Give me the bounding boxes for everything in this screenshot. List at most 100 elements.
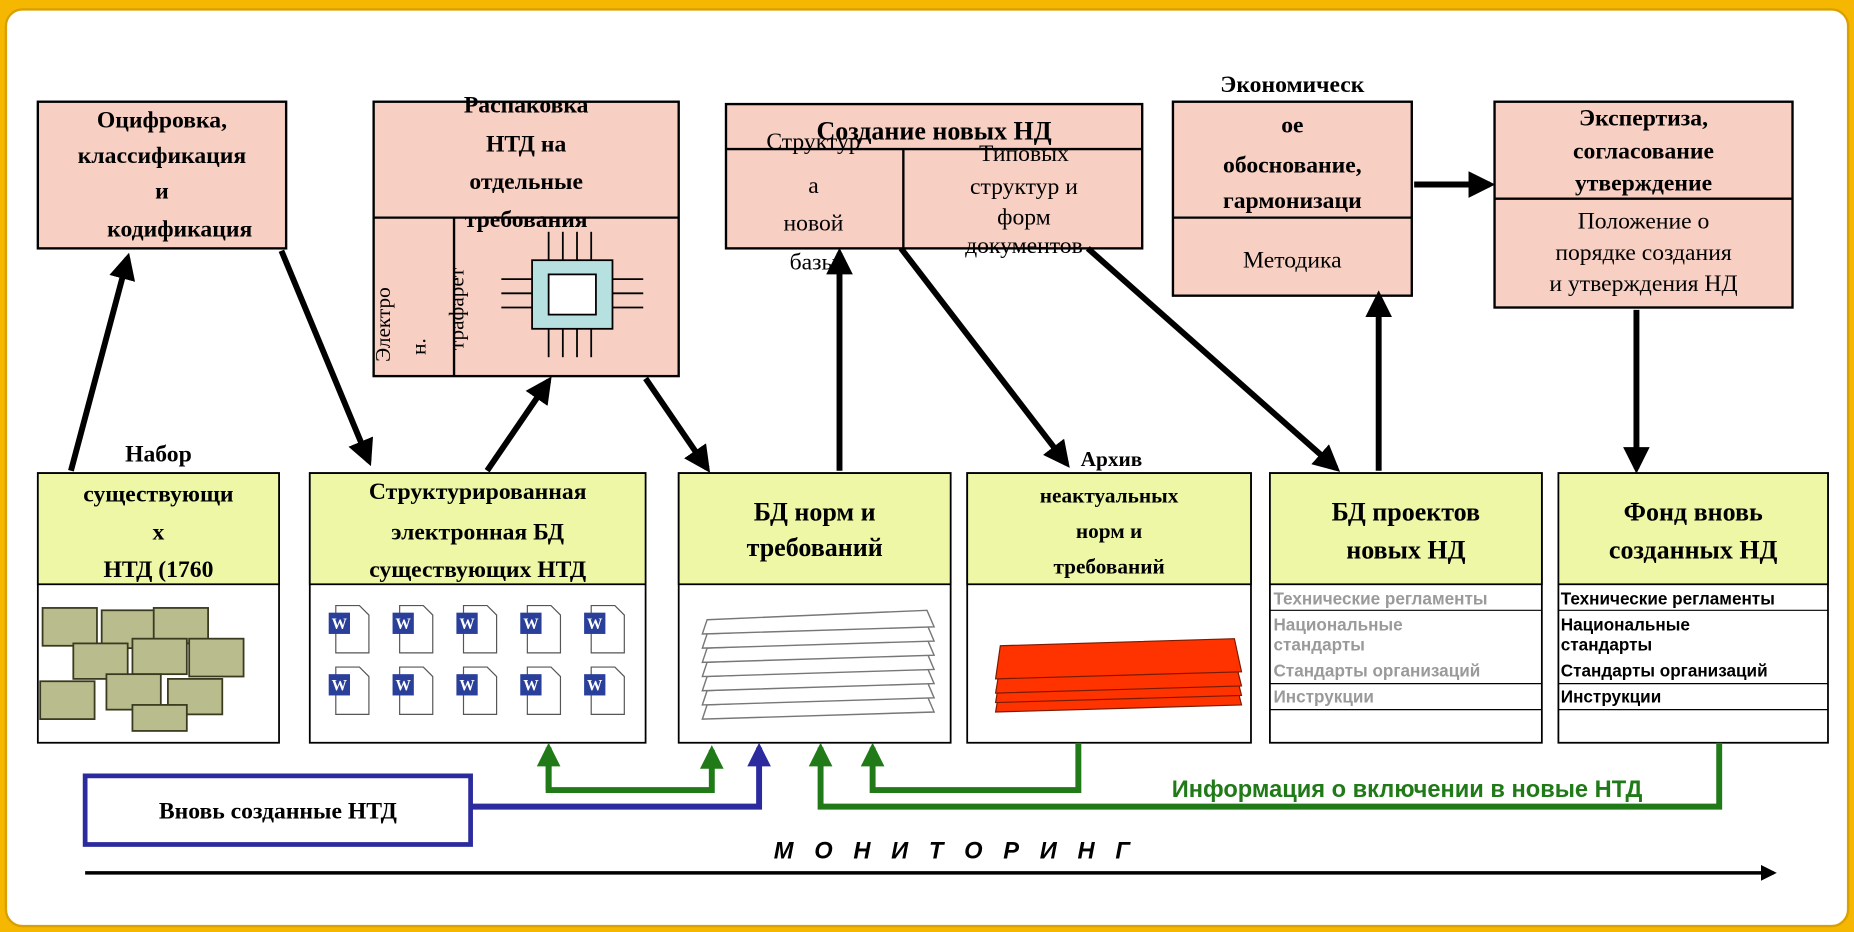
arrow-creation-to-archive — [898, 246, 1070, 468]
unpacking-title-1: Распаковка — [464, 92, 589, 118]
arrow-structured-to-unpacking — [484, 376, 552, 473]
new-ntd-label: Вновь созданные НТД — [159, 798, 397, 824]
expertise-body-1: Положение о — [1578, 208, 1710, 234]
word-doc-icon: W — [456, 604, 498, 654]
digitization-title-3: и — [155, 179, 169, 205]
green-archive-to-norms — [860, 742, 1082, 794]
svg-text:W: W — [459, 616, 475, 633]
fund-row-1: Технические регламенты — [1561, 588, 1775, 608]
expertise-title-3: утверждение — [1575, 170, 1712, 196]
projects-title-1: БД проектов — [1332, 497, 1480, 526]
arrow-creation-to-projects — [1085, 246, 1341, 472]
expertise-body-3: и утверждения НД — [1549, 271, 1737, 297]
svg-text:W: W — [523, 678, 539, 695]
structured-title-1: Структурированная — [369, 479, 587, 505]
economic-box: Экономическ ое обоснование, гармонизаци … — [1171, 72, 1413, 297]
arrow-existing-to-digitization — [68, 252, 136, 472]
new-ntd-box: Вновь созданные НТД — [82, 773, 473, 847]
archive-title-1: Архив — [1081, 447, 1143, 471]
projects-row-4: Стандарты организаций — [1273, 661, 1480, 681]
creation-left-1: Структур — [766, 129, 860, 155]
fund-title-2: созданных НД — [1609, 535, 1778, 564]
existing-title-2: существующи — [83, 481, 233, 507]
projects-row-3: стандарты — [1273, 635, 1364, 655]
existing-title-1: Набор — [125, 441, 192, 467]
economic-title-4: гармонизаци — [1223, 188, 1362, 214]
fund-title-1: Фонд вновь — [1624, 497, 1763, 526]
creation-right-3: форм — [997, 205, 1051, 231]
books-icon — [39, 607, 245, 732]
digitization-title-4: кодификация — [107, 217, 252, 243]
unpacking-title-2: НТД на — [486, 131, 566, 157]
structured-title-3: существующих НТД — [369, 557, 586, 583]
archive-title-4: требований — [1053, 555, 1164, 579]
word-doc-icons: W W W W W W W W W W — [328, 604, 625, 715]
word-doc-icon: W — [328, 666, 370, 715]
info-label: Информация о включении в новые НТД — [1172, 777, 1643, 803]
digitization-box: Оцифровка, классификация и кодификация — [36, 100, 288, 250]
creation-box: Создание новых НД Структур а новой базы … — [724, 102, 1144, 276]
svg-text:W: W — [587, 678, 603, 695]
svg-text:W: W — [459, 678, 475, 695]
projects-db-box: БД проектов новых НД Технические регламе… — [1269, 472, 1543, 744]
economic-title-1: Экономическ — [1220, 72, 1364, 98]
norms-title-2: требований — [747, 533, 883, 562]
economic-body: Методика — [1243, 247, 1342, 273]
svg-text:W: W — [332, 678, 348, 695]
arrow-unpacking-to-norms — [643, 376, 711, 473]
creation-right-4: документов — [965, 233, 1083, 259]
svg-text:W: W — [332, 616, 348, 633]
projects-row-2: Национальные — [1273, 614, 1402, 634]
norms-db-box: БД норм и требований — [677, 472, 952, 744]
creation-right-2: структур и — [970, 174, 1078, 200]
fund-row-2: Национальные — [1561, 614, 1690, 634]
creation-title: Создание новых НД — [817, 117, 1052, 146]
word-doc-icon: W — [392, 604, 434, 654]
fund-row-5: Инструкции — [1561, 687, 1661, 707]
word-doc-icon: W — [328, 604, 370, 654]
unpacking-vertical-2: н. — [407, 338, 431, 355]
economic-title-2: ое — [1281, 112, 1303, 138]
unpacking-title-3: отдельные — [469, 169, 583, 195]
creation-left-2: а — [808, 173, 819, 199]
creation-left-4: базы — [790, 250, 838, 276]
digitization-title-1: Оцифровка, — [97, 108, 227, 134]
svg-text:W: W — [396, 616, 412, 633]
economic-title-3: обоснование, — [1223, 153, 1362, 179]
chip-icon — [501, 231, 644, 358]
expertise-title-1: Экспертиза, — [1579, 105, 1708, 131]
projects-row-1: Технические регламенты — [1273, 588, 1487, 608]
archive-title-3: норм и — [1076, 519, 1142, 543]
unpacking-vertical-1: Электро — [371, 287, 395, 362]
expertise-box: Экспертиза, согласование утверждение Пол… — [1493, 100, 1794, 309]
flow-arrows — [68, 171, 1650, 474]
projects-row-5: Инструкции — [1273, 687, 1373, 707]
expertise-body-2: порядке создания — [1555, 240, 1732, 266]
fund-row-3: стандарты — [1561, 635, 1652, 655]
expertise-title-2: согласование — [1573, 138, 1714, 164]
green-fund-to-norms — [808, 742, 1723, 810]
word-doc-icon: W — [584, 666, 625, 715]
blue-new-to-norms — [470, 742, 771, 810]
word-doc-icon: W — [520, 604, 562, 654]
structured-db-box: Структурированная электронная БД существ… — [308, 472, 647, 744]
word-doc-icon: W — [456, 666, 498, 715]
creation-right-1: Типовых — [979, 141, 1069, 167]
existing-title-4: НТД (1760 — [103, 557, 213, 583]
archive-stack-icon — [994, 638, 1243, 713]
svg-text:W: W — [523, 616, 539, 633]
norms-title-1: БД норм и — [754, 497, 876, 526]
unpacking-title-4: требования — [465, 207, 588, 233]
arrow-digitization-to-structured — [278, 249, 374, 467]
feedback-arrows — [470, 742, 1723, 810]
archive-box: Архив неактуальных норм и требований — [966, 447, 1252, 744]
digitization-title-2: классификация — [78, 143, 247, 169]
svg-text:W: W — [396, 678, 412, 695]
fund-box: Фонд вновь созданных НД Технические регл… — [1557, 472, 1829, 744]
sheets-stack-icon — [701, 609, 936, 720]
unpacking-vertical-3: трафарет — [445, 268, 469, 350]
fund-row-4: Стандарты организаций — [1561, 661, 1768, 681]
word-doc-icon: W — [392, 666, 434, 715]
word-doc-icon: W — [584, 604, 625, 654]
word-doc-icon: W — [520, 666, 562, 715]
